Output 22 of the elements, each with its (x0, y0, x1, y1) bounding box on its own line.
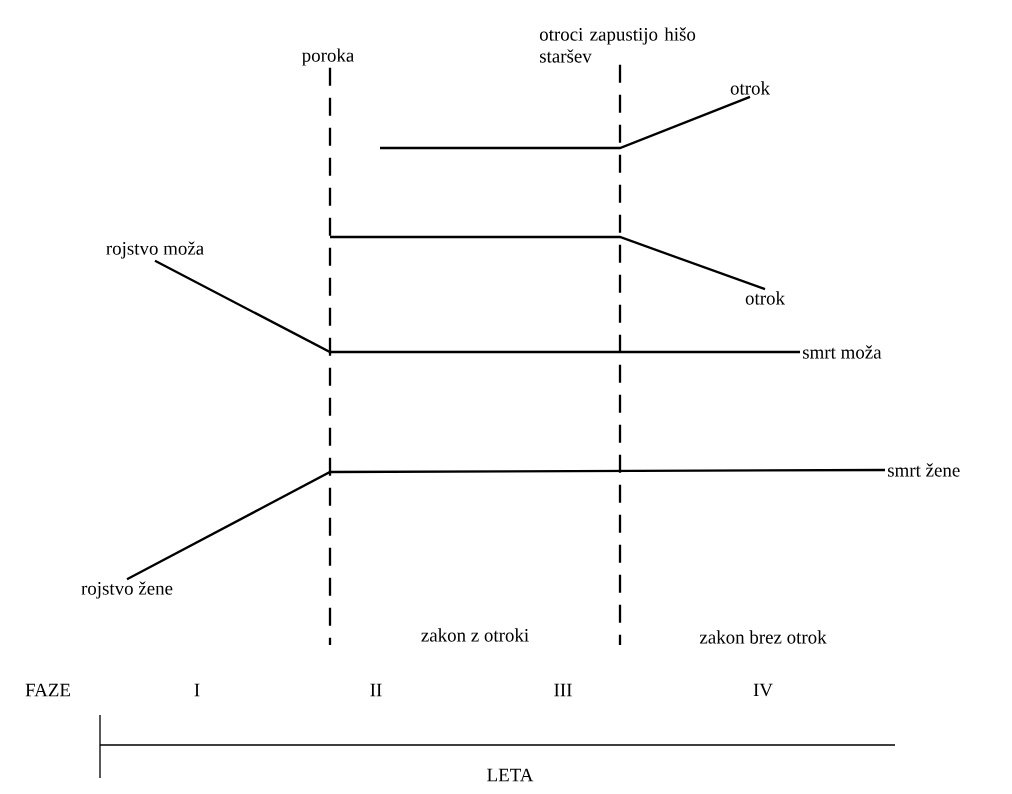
lifeline-label: otrok (745, 291, 785, 305)
phase-label: zakon brez otrok (699, 630, 827, 644)
lifeline (330, 235, 766, 291)
axis-label: LETA (487, 768, 534, 782)
lifeline-label: otrok (730, 81, 770, 95)
phase-label: zakon z otroki (421, 628, 529, 642)
event-label: otroci zapustijo hišo staršev (539, 27, 696, 63)
phase-number: I (194, 683, 200, 697)
lifeline-label: rojstvo moža (106, 241, 204, 259)
lifeline (154, 259, 800, 354)
lifeline-label: smrt moža (803, 345, 882, 359)
phase-number: II (370, 683, 382, 697)
event-label: poroka (302, 48, 354, 66)
lifeline (126, 468, 885, 581)
axis-label: FAZE (25, 683, 70, 697)
phase-number: IV (753, 683, 773, 697)
dashed-line (618, 64, 622, 645)
lifeline-label: rojstvo žene (81, 581, 173, 599)
dashed-line (328, 67, 332, 645)
lifeline-label: smrt žene (888, 463, 960, 477)
lifeline (380, 95, 751, 150)
phase-number: III (554, 683, 572, 697)
